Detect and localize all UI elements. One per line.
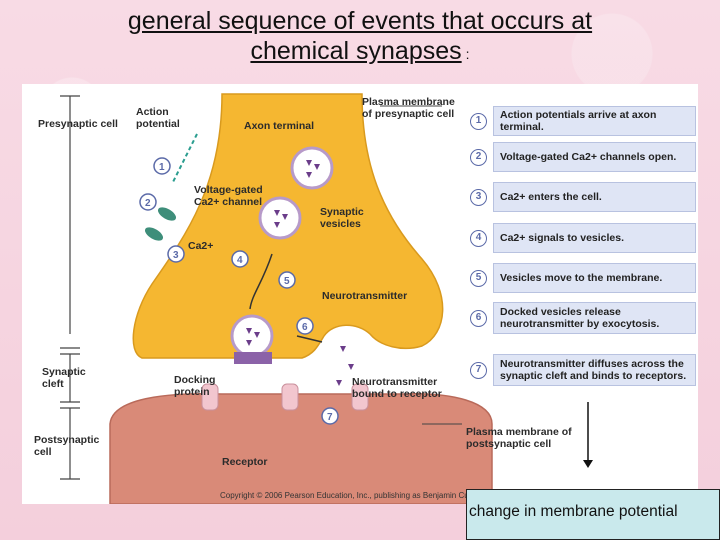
synaptic-cleft-label: Synaptic cleft <box>42 366 86 390</box>
svg-text:5: 5 <box>284 276 290 287</box>
title-line-1: general sequence of events that occurs a… <box>127 7 593 35</box>
action-potential-label: Action potential <box>136 106 180 130</box>
step-text: Ca2+ enters the cell. <box>493 182 696 212</box>
step-text: Ca2+ signals to vesicles. <box>493 223 696 253</box>
slide-title: general sequence of events that occurs a… <box>0 6 720 69</box>
result-box: change in membrane potential <box>466 489 720 540</box>
plasma-membrane-post-label: Plasma membrane of postsynaptic cell <box>466 426 572 450</box>
docking-protein-label: Docking protein <box>174 374 216 398</box>
voltage-gated-channel-label: Voltage-gated Ca2+ channel <box>194 184 263 208</box>
postsynaptic-cell-label: Postsynaptic cell <box>34 434 100 458</box>
copyright-text: Copyright © 2006 Pearson Education, Inc.… <box>220 491 497 500</box>
step-number: 1 <box>470 112 487 130</box>
title-line-2: chemical synapses <box>250 37 462 65</box>
step-number: 3 <box>470 188 487 206</box>
step-number: 4 <box>470 229 487 247</box>
step-6: 6 Docked vesicles release neurotransmitt… <box>470 302 696 334</box>
synaptic-vesicles-label: Synaptic vesicles <box>320 206 364 230</box>
plasma-membrane-pre-label: Plasma membrane of presynaptic cell <box>362 96 455 120</box>
step-number: 7 <box>470 361 487 379</box>
svg-text:4: 4 <box>237 255 243 266</box>
nt-bound-label: Neurotransmitter bound to receptor <box>352 376 442 400</box>
step-5: 5 Vesicles move to the membrane. <box>470 263 696 293</box>
svg-text:6: 6 <box>302 322 308 333</box>
step-7: 7 Neurotransmitter diffuses across the s… <box>470 354 696 386</box>
synapse-figure: 1 2 3 4 5 6 7 Presynaptic cell Synaptic … <box>22 84 698 504</box>
step-2: 2 Voltage-gated Ca2+ channels open. <box>470 142 696 172</box>
axon-terminal-label: Axon terminal <box>244 120 315 132</box>
step-number: 2 <box>470 148 487 166</box>
step-3: 3 Ca2+ enters the cell. <box>470 182 696 212</box>
step-text: Voltage-gated Ca2+ channels open. <box>493 142 696 172</box>
down-arrow-icon <box>583 402 593 468</box>
ca2-label: Ca2+ <box>188 240 214 252</box>
svg-text:7: 7 <box>327 412 333 423</box>
step-4: 4 Ca2+ signals to vesicles. <box>470 223 696 253</box>
neurotransmitter-label: Neurotransmitter <box>322 290 408 302</box>
step-text: Vesicles move to the membrane. <box>493 263 696 293</box>
step-number: 5 <box>470 269 487 287</box>
step-1: 1 Action potentials arrive at axon termi… <box>470 106 696 136</box>
synapse-diagram: 1 2 3 4 5 6 7 <box>60 93 493 504</box>
postsynaptic-cell-shape <box>109 393 493 504</box>
presynaptic-cell-label: Presynaptic cell <box>38 118 118 130</box>
title-colon: : <box>465 46 470 62</box>
svg-text:1: 1 <box>159 162 165 173</box>
step-text: Docked vesicles release neurotransmitter… <box>493 302 696 334</box>
step-text: Neurotransmitter diffuses across the syn… <box>493 354 696 386</box>
step-number: 6 <box>470 309 487 327</box>
svg-text:3: 3 <box>173 250 179 261</box>
step-text: Action potentials arrive at axon termina… <box>493 106 696 136</box>
receptor-label: Receptor <box>222 456 268 468</box>
svg-text:2: 2 <box>145 198 151 209</box>
